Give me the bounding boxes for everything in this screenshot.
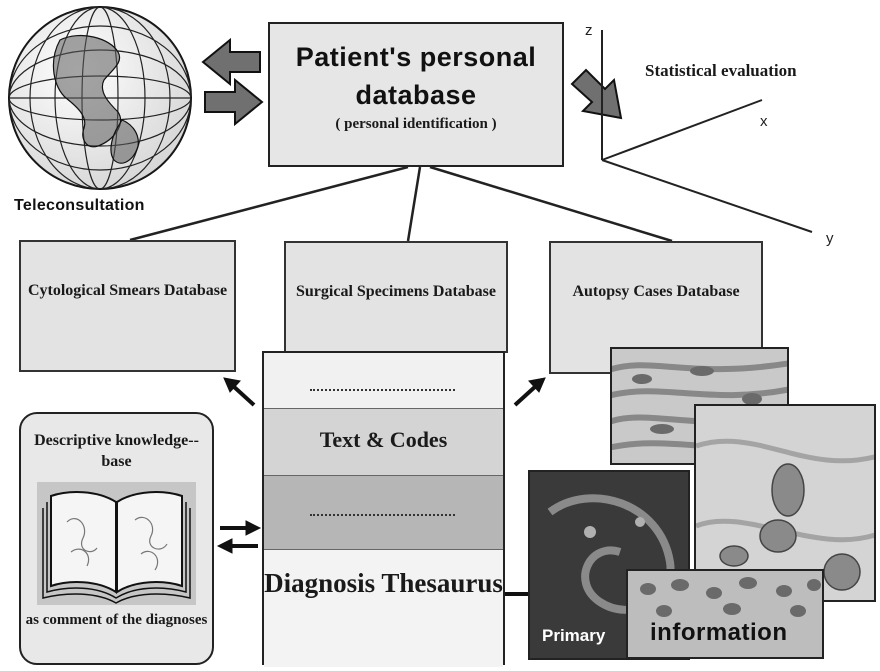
knowledge-base-title: Descriptive knowledge--base <box>34 432 199 470</box>
record-band-top <box>264 353 503 409</box>
autopsy-database-label: Autopsy Cases Database <box>572 283 740 300</box>
information-label: information <box>650 619 788 646</box>
axis-y-label: y <box>826 230 834 247</box>
globe-icon <box>8 6 192 190</box>
patient-database-box: Patient's personal database ( personal i… <box>268 22 564 167</box>
open-book-icon <box>42 491 191 604</box>
diagnosis-thesaurus-label: Diagnosis Thesaurus <box>264 568 503 598</box>
surgical-database-label: Surgical Specimens Database <box>296 283 496 300</box>
connector-lines <box>129 165 673 243</box>
axis-z-label: z <box>585 22 593 39</box>
book-illustration <box>37 482 196 605</box>
surgical-database-box: Surgical Specimens Database <box>284 241 508 353</box>
arrow-to-statistics <box>570 68 623 120</box>
statistical-evaluation-label: Statistical evaluation <box>645 61 797 80</box>
text-codes-label: Text & Codes <box>319 427 448 452</box>
arrow-to-cytological <box>223 377 256 407</box>
cytological-database-box: Cytological Smears Database <box>19 240 236 372</box>
patient-database-subtitle: ( personal identification ) <box>335 116 497 132</box>
teleconsultation-label: Teleconsultation <box>14 197 145 214</box>
axis-x-label: x <box>760 113 768 130</box>
axes-icon <box>601 30 813 233</box>
arrow-to-globe <box>201 37 261 87</box>
knowledge-base-box: Descriptive knowledge--base as comment o… <box>19 412 214 665</box>
arrow-kb-to-stack <box>220 520 262 536</box>
arrow-to-autopsy <box>513 377 546 407</box>
arrow-stack-to-kb <box>216 538 258 554</box>
tissue-image-2 <box>694 404 876 602</box>
arrow-to-database <box>204 77 264 127</box>
knowledge-base-comment: as comment of the diagnoses <box>25 612 208 628</box>
central-record-panel: Text & Codes Diagnosis Thesaurus <box>262 351 505 667</box>
tissue-image-information: information <box>626 569 824 659</box>
dotted-separator <box>310 514 455 516</box>
record-band-diagnosis: Diagnosis Thesaurus <box>264 550 503 667</box>
record-band-text-codes: Text & Codes <box>264 409 503 476</box>
record-band-middle <box>264 476 503 550</box>
cytological-database-label: Cytological Smears Database <box>27 282 228 299</box>
primary-label: Primary <box>542 626 606 645</box>
dotted-separator <box>310 389 455 391</box>
patient-database-title: Patient's personal database <box>295 42 537 110</box>
